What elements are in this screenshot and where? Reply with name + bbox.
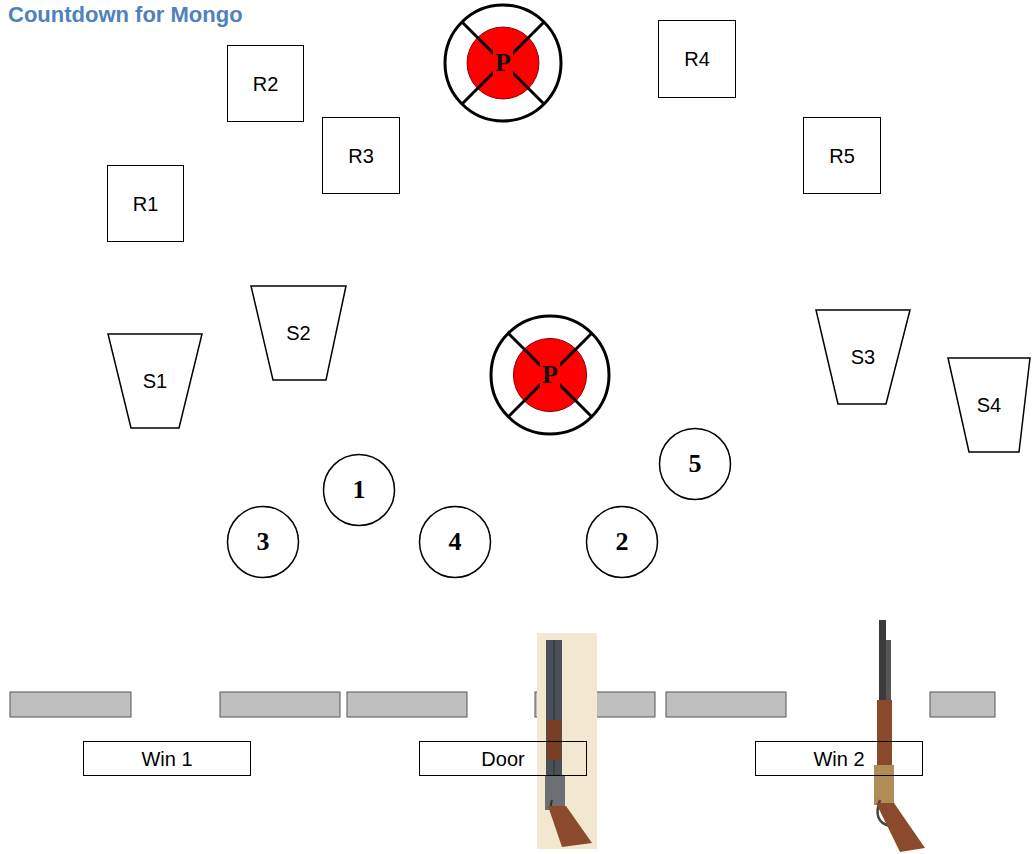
wall-bar bbox=[347, 692, 467, 717]
shooting-position: 2 bbox=[585, 505, 659, 579]
node-label: R2 bbox=[253, 73, 279, 95]
node-label: R5 bbox=[829, 145, 855, 167]
target-cross bbox=[462, 22, 544, 104]
circle-outline bbox=[324, 455, 395, 526]
target-ring bbox=[491, 316, 609, 434]
pistol-target: P bbox=[443, 3, 563, 123]
node-label: Win 2 bbox=[813, 748, 864, 770]
node-label: R4 bbox=[684, 48, 710, 70]
node-label: S4 bbox=[977, 394, 1001, 416]
wall-opening: Win 1 bbox=[83, 741, 251, 776]
wall-bar bbox=[930, 692, 995, 717]
node-label: S1 bbox=[143, 370, 167, 392]
shotgun-barrels bbox=[546, 640, 562, 780]
wall-opening: Win 2 bbox=[755, 741, 923, 776]
circle-outline bbox=[228, 507, 299, 578]
trapezoid-outline bbox=[108, 334, 202, 428]
shotgun-receiver bbox=[545, 775, 565, 810]
rifle-target: R4 bbox=[658, 20, 736, 98]
node-label: R1 bbox=[133, 193, 159, 215]
rifle-target: R1 bbox=[107, 165, 184, 242]
node-label: Door bbox=[481, 748, 524, 770]
shotgun-target: S2 bbox=[250, 285, 347, 381]
circle-outline bbox=[660, 429, 731, 500]
node-label: 1 bbox=[353, 476, 366, 505]
shooting-position: 1 bbox=[322, 453, 396, 527]
shooting-position: 3 bbox=[226, 505, 300, 579]
trapezoid-outline bbox=[251, 286, 346, 380]
shooting-position: 4 bbox=[418, 505, 492, 579]
node-label: S2 bbox=[286, 322, 310, 344]
node-label: 3 bbox=[257, 528, 270, 557]
wall-bar bbox=[220, 692, 340, 717]
wall-bar bbox=[666, 692, 786, 717]
shotgun-forend bbox=[547, 720, 561, 760]
node-label: R3 bbox=[348, 145, 374, 167]
shotgun-target: S4 bbox=[947, 357, 1031, 453]
rifle-target: R5 bbox=[803, 117, 881, 194]
wall-bar bbox=[10, 692, 131, 717]
target-ring bbox=[445, 5, 561, 121]
circle-outline bbox=[587, 507, 658, 578]
trapezoid-outline bbox=[948, 358, 1030, 452]
wall-opening: Door bbox=[419, 741, 587, 776]
trapezoid-outline bbox=[816, 310, 910, 404]
rifle-forend bbox=[877, 700, 892, 770]
shotgun-stock bbox=[548, 806, 592, 847]
shotgun-target: S1 bbox=[107, 333, 203, 429]
stage-title: Countdown for Mongo bbox=[8, 2, 243, 28]
rifle-target: R2 bbox=[227, 45, 304, 122]
rifle-picture bbox=[874, 620, 925, 852]
pistol-target: P bbox=[489, 314, 611, 436]
rifle-stock bbox=[876, 803, 925, 852]
node-label: P bbox=[540, 362, 560, 388]
node-label: 4 bbox=[449, 528, 462, 557]
target-cross bbox=[508, 333, 591, 416]
target-cross bbox=[508, 333, 591, 416]
circle-outline bbox=[420, 507, 491, 578]
rifle-target: R3 bbox=[322, 117, 400, 194]
node-label: 2 bbox=[616, 528, 629, 557]
node-label: S3 bbox=[851, 346, 875, 368]
node-label: 5 bbox=[689, 450, 702, 479]
target-cross bbox=[462, 22, 544, 104]
shotgun-target: S3 bbox=[815, 309, 911, 405]
node-label: P bbox=[493, 50, 513, 76]
node-label: Win 1 bbox=[141, 748, 192, 770]
rifle-receiver bbox=[874, 765, 894, 805]
wall-bars bbox=[10, 692, 995, 717]
shooting-position: 5 bbox=[658, 427, 732, 501]
